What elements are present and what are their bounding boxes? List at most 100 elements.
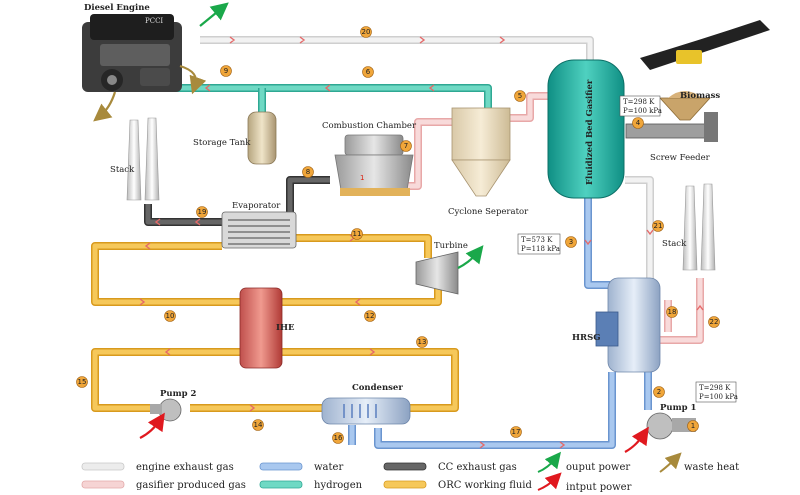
svg-text:engine exhaust gas: engine exhaust gas xyxy=(136,462,234,473)
svg-text:ORC working fluid: ORC working fluid xyxy=(438,480,533,491)
hrsg[interactable] xyxy=(595,277,661,373)
svg-text:15: 15 xyxy=(78,378,87,386)
stack-right[interactable] xyxy=(682,183,716,271)
ihe-heat-exchanger[interactable] xyxy=(239,287,283,369)
svg-text:P=100 kPa: P=100 kPa xyxy=(699,393,738,401)
pump1-conditions-box: T=298 K P=100 kPa xyxy=(695,381,738,403)
state-21: 21 xyxy=(652,220,664,232)
stack-left[interactable] xyxy=(126,117,160,201)
pipe-hydrogen xyxy=(170,84,492,112)
state-3: 3 xyxy=(565,236,577,248)
legend-gasifier-gas: gasifier produced gas xyxy=(81,480,246,491)
svg-text:T=298 K: T=298 K xyxy=(699,384,731,392)
engine-waste-heat-arrow xyxy=(93,91,117,122)
state-6: 6 xyxy=(362,66,374,78)
pipe-engine-exhaust xyxy=(200,36,594,64)
evaporator[interactable] xyxy=(221,211,297,249)
state-20: 20 xyxy=(360,26,372,38)
engine-output-power-arrow xyxy=(199,2,229,27)
state-15: 15 xyxy=(76,376,88,388)
svg-text:P=118 kPa: P=118 kPa xyxy=(521,245,560,253)
biomass-label: Biomass xyxy=(680,91,720,101)
diesel-engine-label: Diesel Engine xyxy=(84,3,150,13)
svg-text:5: 5 xyxy=(518,92,522,100)
svg-text:18: 18 xyxy=(668,308,677,316)
legend-hydrogen: hydrogen xyxy=(259,480,363,491)
state-7: 7 xyxy=(400,140,412,152)
svg-text:9: 9 xyxy=(224,67,228,75)
legend-waste-heat: waste heat xyxy=(659,452,739,473)
svg-text:10: 10 xyxy=(166,312,175,320)
ihe-label: IHE xyxy=(276,323,295,333)
state-17: 17 xyxy=(510,426,522,438)
legend-cc-exhaust: CC exhaust gas xyxy=(383,462,517,473)
state-1: 1 xyxy=(687,420,699,432)
svg-text:1: 1 xyxy=(691,422,695,430)
svg-text:17: 17 xyxy=(512,428,521,436)
svg-text:ouput power: ouput power xyxy=(566,462,630,473)
svg-text:intput power: intput power xyxy=(566,482,632,493)
svg-text:11: 11 xyxy=(353,230,362,238)
hrsg-label: HRSG xyxy=(572,333,601,343)
stack-left-label: Stack xyxy=(110,165,135,175)
state-19: 19 xyxy=(196,206,208,218)
svg-text:8: 8 xyxy=(306,168,310,176)
state-4: 4 xyxy=(632,117,644,129)
svg-text:20: 20 xyxy=(362,28,371,36)
storage-tank-label: Storage Tank xyxy=(193,138,251,148)
state-14: 14 xyxy=(252,419,264,431)
pipe-water xyxy=(348,198,652,449)
state-11: 11 xyxy=(351,228,363,240)
state-22: 22 xyxy=(708,316,720,328)
svg-text:13: 13 xyxy=(418,338,427,346)
pump-2[interactable] xyxy=(150,398,182,422)
turbine[interactable] xyxy=(415,251,459,295)
combustion-chamber[interactable]: 1 xyxy=(334,134,414,196)
state-9: 9 xyxy=(220,65,232,77)
pcci-label: PCCI xyxy=(145,17,163,25)
condenser[interactable] xyxy=(321,397,411,425)
evaporator-label: Evaporator xyxy=(232,201,281,211)
engine-waste-heat-arrow-2 xyxy=(179,64,207,95)
pipe-orc xyxy=(91,234,459,412)
state-markers: 1 2 3 4 5 6 7 8 9 10 11 12 13 14 15 16 1… xyxy=(76,26,720,444)
state3-conditions-box: T=573 K P=118 kPa xyxy=(517,233,561,255)
stack-right-label: Stack xyxy=(662,239,687,249)
turbine-output-power-arrow xyxy=(457,245,484,269)
condenser-label: Condenser xyxy=(352,383,403,393)
storage-tank[interactable] xyxy=(247,111,277,165)
cyclone-separator[interactable] xyxy=(451,107,511,197)
svg-text:22: 22 xyxy=(710,318,719,326)
legend-water: water xyxy=(259,462,343,473)
svg-text:4: 4 xyxy=(636,119,641,127)
truck-road-icon xyxy=(640,20,770,70)
screw-feeder[interactable] xyxy=(625,112,718,142)
svg-text:21: 21 xyxy=(654,222,663,230)
state-10: 10 xyxy=(164,310,176,322)
legend-input-power: intput power xyxy=(537,472,632,493)
fluidized-bed-gasifier[interactable]: Fluidized Bed Gasifier xyxy=(547,59,625,199)
svg-text:water: water xyxy=(314,462,343,473)
legend: engine exhaust gas gasifier produced gas… xyxy=(81,451,739,493)
svg-text:gasifier produced gas: gasifier produced gas xyxy=(136,480,246,491)
legend-engine-exhaust: engine exhaust gas xyxy=(81,462,234,473)
svg-text:T=298 K: T=298 K xyxy=(623,98,655,106)
biomass-hopper[interactable] xyxy=(659,91,711,121)
svg-text:1: 1 xyxy=(360,174,364,182)
pump-1-input-power-arrow xyxy=(624,426,649,453)
screw-feeder-label: Screw Feeder xyxy=(650,153,711,163)
svg-text:16: 16 xyxy=(334,434,343,442)
pump-1-label: Pump 1 xyxy=(660,403,696,413)
cyclone-label: Cyclone Seperator xyxy=(448,207,529,217)
diesel-engine[interactable]: PCCI xyxy=(82,14,182,92)
svg-text:CC exhaust gas: CC exhaust gas xyxy=(438,462,517,473)
svg-text:12: 12 xyxy=(366,312,375,320)
svg-text:3: 3 xyxy=(569,238,573,246)
combustion-chamber-label: Combustion Chamber xyxy=(322,121,417,131)
state-12: 12 xyxy=(364,310,376,322)
svg-text:14: 14 xyxy=(254,421,263,429)
svg-text:waste heat: waste heat xyxy=(684,462,739,473)
svg-text:19: 19 xyxy=(198,208,207,216)
